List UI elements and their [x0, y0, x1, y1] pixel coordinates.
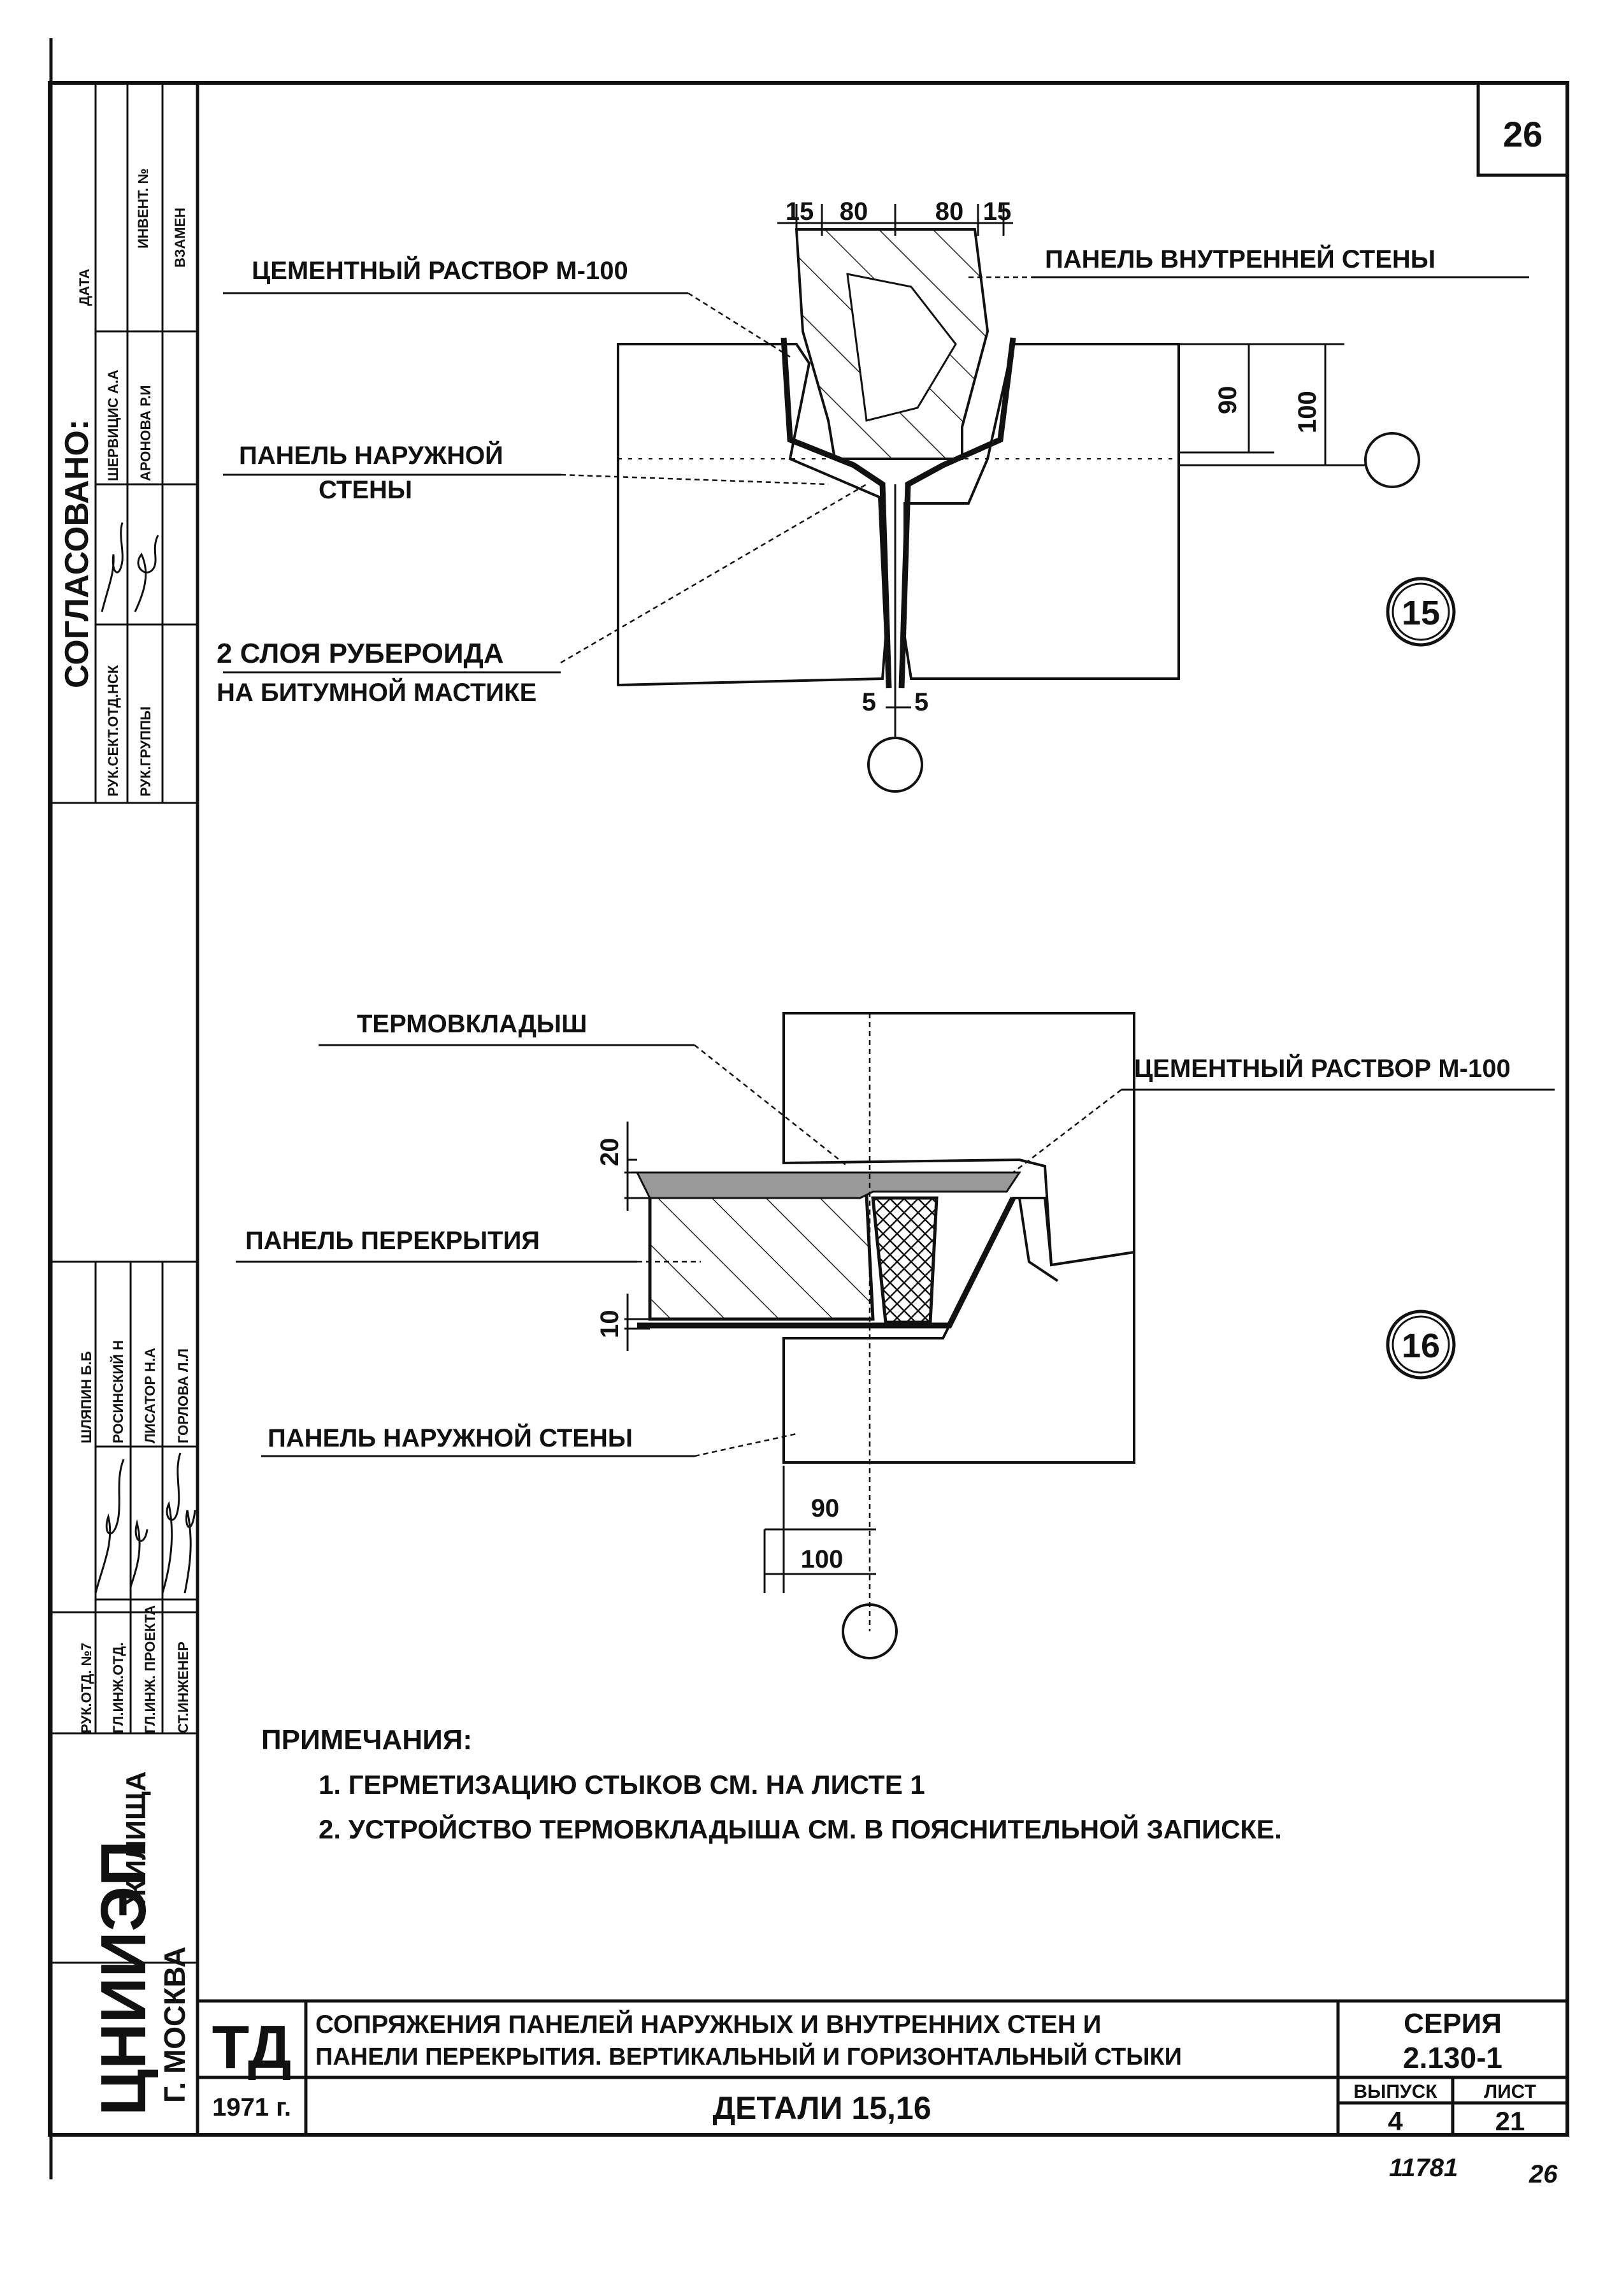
thermal-insert-16 [871, 1196, 939, 1324]
approval-col-inventory: ИНВЕНТ. № [135, 168, 151, 249]
sheet-label: ЛИСТ [1484, 2081, 1536, 2102]
series-label: СЕРИЯ [1404, 2008, 1502, 2039]
title-code: ТД [212, 2013, 292, 2081]
dim-15-c: 80 [935, 198, 964, 226]
dim-15-bottom-right: 5 [914, 688, 928, 716]
dim-15-b: 80 [840, 198, 868, 226]
staff-name-1: ШЛЯПИН Б.Б [78, 1351, 94, 1443]
title-description-1: СОПРЯЖЕНИЯ ПАНЕЛЕЙ НАРУЖНЫХ И ВНУТРЕННИХ… [315, 2009, 1102, 2039]
dim-15-a: 15 [786, 198, 814, 226]
note-1: 1. ГЕРМЕТИЗАЦИЮ СТЫКОВ СМ. НА ЛИСТЕ 1 [319, 1770, 925, 1800]
leader-lines-15 [560, 276, 1032, 664]
detail-marker-15: 15 [1386, 577, 1456, 647]
footer-page: 26 [1529, 2160, 1558, 2188]
label-16-outer-panel: ПАНЕЛЬ НАРУЖНОЙ СТЕНЫ [268, 1423, 633, 1452]
dim-16-bottom-90: 90 [811, 1494, 840, 1522]
signature-1 [101, 522, 124, 612]
label-15-mortar: ЦЕМЕНТНЫЙ РАСТВОР М-100 [252, 256, 628, 285]
axis-marker-15-right [1364, 432, 1420, 488]
staff-name-4: ГОРЛОВА Л.Л [175, 1348, 191, 1443]
detail-15: 15 80 80 15 90 100 5 5 15 ЦЕМЕНТНЫЙ РАСТ… [217, 198, 1529, 793]
staff-role-4: СТ.ИНЖЕНЕР [175, 1642, 191, 1733]
dim-16-bottom-100: 100 [801, 1545, 844, 1573]
notes: ПРИМЕЧАНИЯ: 1. ГЕРМЕТИЗАЦИЮ СТЫКОВ СМ. Н… [261, 1724, 1282, 1844]
approval-col-replace: ВЗАМЕН [172, 208, 188, 268]
approval-block: СОГЛАСОВАНО: ДАТА ИНВЕНТ. № ВЗАМЕН РУК.С… [51, 83, 198, 804]
upper-wall-panel-16 [782, 1012, 1135, 1267]
dimension-lines-15 [777, 204, 1367, 739]
sheet-number-box: 26 [1476, 81, 1569, 177]
staff-block: РУК.ОТД. №7 ГЛ.ИНЖ.ОТД. ГЛ.ИНЖ. ПРОЕКТА … [51, 1260, 198, 1735]
title-year: 1971 г. [212, 2093, 291, 2121]
sheet-number: 26 [1503, 114, 1543, 154]
staff-role-3: ГЛ.ИНЖ. ПРОЕКТА [142, 1605, 158, 1733]
approval-title: СОГЛАСОВАНО: [59, 419, 96, 688]
detail-16: 20 10 90 100 16 ТЕРМОВКЛАДЫШ ЦЕМЕНТНЫЙ Р… [236, 1010, 1555, 1659]
label-16-insert: ТЕРМОВКЛАДЫШ [357, 1010, 587, 1038]
detail-marker-16-number: 16 [1402, 1327, 1440, 1365]
mortar-layer-16 [635, 1171, 1021, 1199]
dim-15-side-90: 90 [1214, 386, 1242, 415]
title-block: ТД СОПРЯЖЕНИЯ ПАНЕЛЕЙ НАРУЖНЫХ И ВНУТРЕН… [198, 1999, 1567, 2136]
floor-panel-16 [648, 1193, 875, 1321]
dim-15-bottom-left: 5 [862, 688, 876, 716]
detail-marker-15-number: 15 [1402, 594, 1440, 632]
notes-title: ПРИМЕЧАНИЯ: [261, 1724, 472, 1756]
title-description-2: ПАНЕЛИ ПЕРЕКРЫТИЯ. ВЕРТИКАЛЬНЫЙ И ГОРИЗО… [315, 2042, 1182, 2070]
dimension-lines-16 [624, 1122, 876, 1593]
label-16-mortar: ЦЕМЕНТНЫЙ РАСТВОР М-100 [1134, 1053, 1511, 1083]
label-15-outer-panel-2: СТЕНЫ [319, 476, 412, 504]
axis-marker-16-bottom [842, 1603, 898, 1659]
approval-role-2: РУК.ГРУППЫ [138, 707, 154, 797]
label-15-inner-panel: ПАНЕЛЬ ВНУТРЕННЕЙ СТЕНЫ [1045, 244, 1436, 273]
sheet-value: 21 [1495, 2106, 1525, 2136]
label-16-floor-panel: ПАНЕЛЬ ПЕРЕКРЫТИЯ [245, 1227, 540, 1255]
issue-value: 4 [1388, 2106, 1403, 2136]
approval-name-1: ШЕРВИЦИС А.А [105, 370, 121, 481]
org-sub: ЖИЛИЩА [120, 1771, 152, 1906]
staff-signatures [94, 1452, 196, 1594]
detail-marker-16: 16 [1386, 1310, 1456, 1380]
organization-block: ЦНИИЭП ЖИЛИЩА Г. МОСКВА [51, 1771, 198, 2116]
org-name: ЦНИИЭП [88, 1840, 159, 2116]
approval-col-date: ДАТА [76, 268, 92, 306]
dim-16-side-10: 10 [596, 1310, 624, 1339]
staff-name-3: ЛИСАТОР Н.А [142, 1348, 158, 1443]
leader-lines-16 [637, 1044, 1122, 1457]
series-value: 2.130-1 [1403, 2041, 1502, 2074]
axis-marker-15-bottom [867, 737, 923, 793]
signature-2 [134, 535, 159, 612]
org-city: Г. МОСКВА [158, 1947, 191, 2103]
staff-role-2: ГЛ.ИНЖ.ОТД. [110, 1642, 126, 1733]
title-details: ДЕТАЛИ 15,16 [712, 2090, 931, 2126]
approval-name-2: АРОНОВА Р.И [138, 386, 154, 481]
footer-inventory: 11781 [1389, 2154, 1458, 2182]
label-15-outer-panel-1: ПАНЕЛЬ НАРУЖНОЙ [239, 440, 503, 470]
staff-name-2: РОСИНСКИЙ Н [110, 1340, 126, 1443]
issue-label: ВЫПУСК [1353, 2081, 1437, 2102]
sheet-frame [48, 38, 1569, 2179]
label-15-roofing-1: 2 СЛОЯ РУБЕРОИДА [217, 638, 504, 669]
dim-16-side-20: 20 [596, 1138, 624, 1167]
mortar-contour-15 [781, 337, 1016, 689]
staff-role-1: РУК.ОТД. №7 [78, 1643, 94, 1733]
dim-15-side-100: 100 [1293, 391, 1321, 433]
approval-role-1: РУК.СЕКТ.ОТД.НСК [105, 665, 121, 797]
label-15-roofing-2: НА БИТУМНОЙ МАСТИКЕ [217, 677, 536, 707]
dim-15-d: 15 [983, 198, 1012, 226]
note-2: 2. УСТРОЙСТВО ТЕРМОВКЛАДЫША СМ. В ПОЯСНИ… [319, 1814, 1282, 1844]
